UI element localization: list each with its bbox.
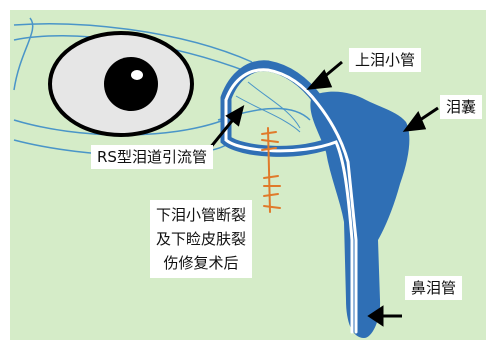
label-lacrimal-sac: 泪囊 [440,95,482,119]
pupil [104,57,158,111]
label-upper-canaliculus: 上泪小管 [349,48,421,72]
pupil-highlight [131,70,143,80]
label-post-repair: 下泪小管断裂 及下睑皮肤裂 伤修复术后 [150,200,252,278]
label-post-repair-line3: 伤修复术后 [156,251,246,275]
label-post-repair-line2: 及下睑皮肤裂 [156,227,246,251]
label-rs-stent: RS型泪道引流管 [91,145,213,169]
label-post-repair-line1: 下泪小管断裂 [156,203,246,227]
label-nasolacrimal-duct: 鼻泪管 [405,276,462,300]
